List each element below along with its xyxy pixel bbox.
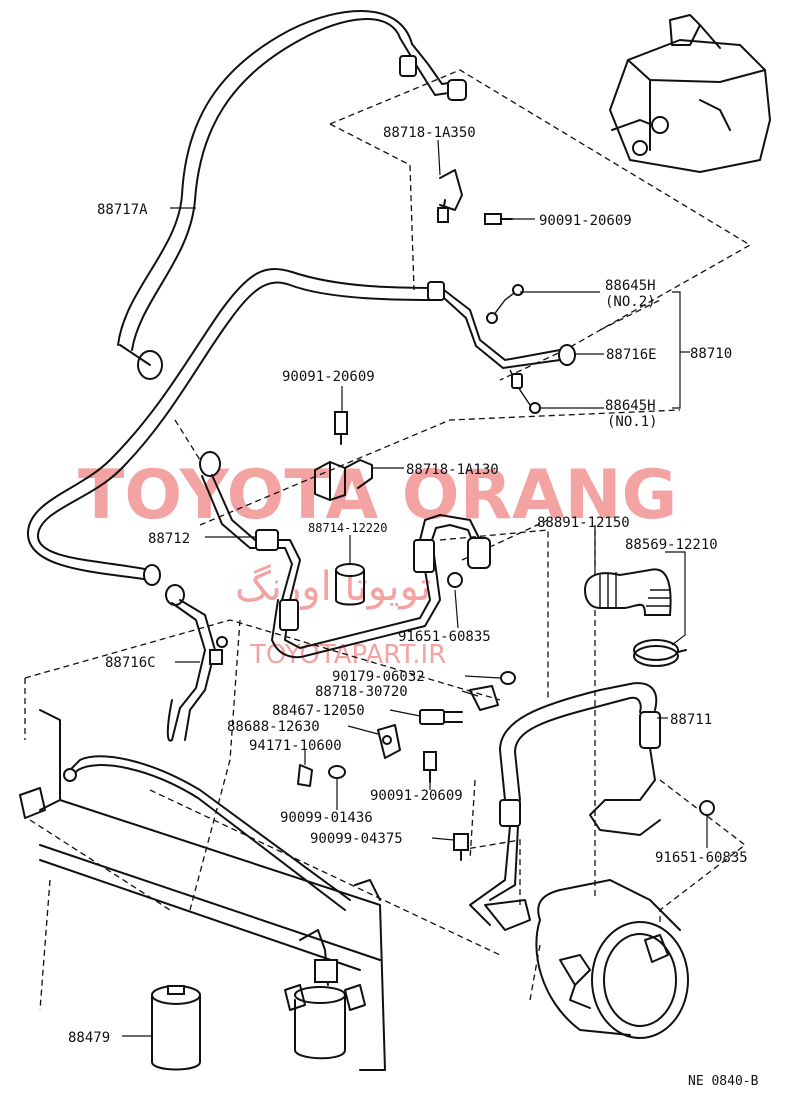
label-94171-10600: 94171-10600 [249, 738, 342, 754]
label-88891-12150: 88891-12150 [537, 515, 630, 531]
label-88718-1a130: 88718-1A130 [406, 462, 499, 478]
label-88717a: 88717A [97, 202, 148, 218]
figure-code: NE 0840-B [688, 1074, 759, 1089]
tube-88712[interactable] [199, 451, 301, 601]
hose-discharge-long[interactable] [26, 268, 576, 586]
receiver-dryer-assembly[interactable] [284, 929, 366, 1060]
label-88712: 88712 [148, 531, 190, 547]
compressor[interactable] [535, 879, 689, 1039]
label-90099-04375: 90099-04375 [310, 831, 403, 847]
label-88688-12630: 88688-12630 [227, 719, 320, 735]
label-91651-60835-lower: 91651-60835 [655, 850, 748, 866]
label-90179-06032: 90179-06032 [332, 669, 425, 685]
label-88645h-no1: 88645H [605, 398, 656, 414]
label-88467-12050: 88467-12050 [272, 703, 365, 719]
label-88711: 88711 [670, 712, 712, 728]
label-88718-30720: 88718-30720 [315, 684, 408, 700]
label-88714-12220: 88714-12220 [308, 521, 387, 535]
watermark-persian: تویوتا اورنگ [235, 564, 431, 610]
label-90091-20609-upper: 90091-20609 [539, 213, 632, 229]
receiver-88479[interactable] [151, 985, 201, 1071]
label-90091-20609-lower: 90091-20609 [370, 788, 463, 804]
bracket-88718-1a350[interactable] [437, 169, 513, 225]
label-90091-20609-mid: 90091-20609 [282, 369, 375, 385]
tube-88716c[interactable] [165, 584, 228, 742]
label-88645h-no2: 88645H [605, 278, 656, 294]
watermark: TOYOTA ORANG تویوتا اورنگ TOYOTAPART.IR [78, 456, 677, 670]
accumulator-tank[interactable] [609, 14, 771, 173]
condenser[interactable] [19, 709, 386, 1071]
label-91651-60835-mid: 91651-60835 [398, 629, 491, 645]
label-88569-12210: 88569-12210 [625, 537, 718, 553]
hose-88717a[interactable] [117, 10, 467, 380]
hose-88891-12150[interactable] [583, 568, 672, 616]
label-88716e: 88716E [606, 347, 657, 363]
suction-tube-u[interactable] [271, 514, 491, 659]
label-no2: (NO.2) [605, 294, 656, 310]
part-number-labels: 88717A 88718-1A350 90091-20609 88645H (N… [68, 125, 759, 1089]
label-88479: 88479 [68, 1030, 110, 1046]
watermark-brand: TOYOTA ORANG [78, 456, 677, 535]
label-88710: 88710 [690, 346, 732, 362]
insulator-88569[interactable] [633, 639, 687, 667]
bracket-88718-1a130[interactable] [314, 411, 373, 501]
label-88718-1a350: 88718-1A350 [383, 125, 476, 141]
hose-88711[interactable] [469, 682, 661, 931]
label-90099-01436: 90099-01436 [280, 810, 373, 826]
label-88716c: 88716C [105, 655, 156, 671]
label-no1: (NO.1) [607, 414, 658, 430]
leader-lines [122, 139, 708, 1037]
